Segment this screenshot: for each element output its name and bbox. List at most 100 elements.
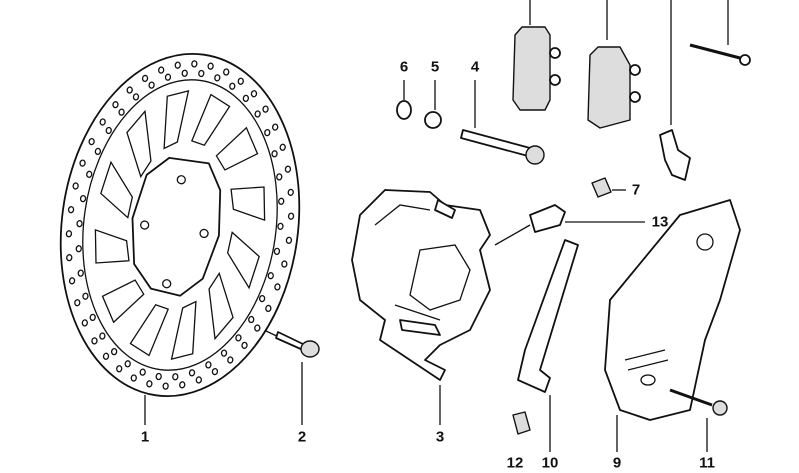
disc-hole — [132, 93, 140, 101]
disc-hole — [276, 173, 283, 181]
caliper-bolt — [460, 129, 545, 165]
callout-2: 2 — [297, 428, 307, 446]
disc-hole — [65, 230, 73, 238]
disc-vane — [170, 300, 197, 361]
disc-hole — [211, 367, 219, 376]
disc-hole — [198, 69, 205, 78]
lock-washer — [424, 111, 442, 129]
disc-hole — [195, 376, 202, 384]
disc-hole — [72, 182, 79, 190]
disc-hole — [79, 194, 87, 203]
spring-clip — [659, 129, 691, 181]
disc-hole — [81, 319, 88, 327]
disc-hole — [172, 373, 179, 381]
callout-12: 12 — [506, 454, 524, 472]
disc-hole — [258, 294, 266, 303]
disc-vane — [101, 279, 145, 324]
disc-hole — [250, 90, 258, 98]
disc-hole — [116, 365, 123, 373]
disc-hole — [278, 197, 285, 205]
disc-hole — [139, 368, 146, 376]
disc-vane — [126, 109, 152, 179]
disc-hole — [89, 313, 96, 322]
disc-hole — [227, 356, 234, 364]
bracket — [517, 239, 579, 393]
callout-11: 11 — [699, 454, 715, 472]
bleeder-valve — [529, 204, 566, 233]
clip-nut — [512, 411, 531, 435]
disc-vane — [190, 93, 231, 146]
disc-hole — [164, 73, 172, 81]
disc-hole — [207, 62, 214, 70]
disc-hole — [94, 147, 102, 156]
callout-13: 13 — [651, 213, 669, 231]
callout-5: 5 — [430, 58, 440, 76]
disc-vane — [215, 126, 259, 171]
disc-hole — [237, 77, 244, 85]
disc-hole — [281, 260, 288, 268]
disc-vane — [129, 304, 170, 357]
disc-hole — [265, 304, 272, 313]
callout-6: 6 — [399, 58, 409, 76]
disc-hole — [67, 206, 75, 214]
disc-hole — [148, 81, 155, 89]
callout-7: 7 — [631, 181, 641, 199]
disc-hole — [124, 360, 131, 368]
brake-pad-left — [512, 26, 561, 111]
callout-3: 3 — [435, 428, 445, 446]
disc-hole — [277, 222, 284, 230]
disc-vane — [163, 89, 190, 150]
disc-hole — [162, 382, 169, 390]
disc-hole — [287, 188, 294, 196]
disc-hole — [91, 337, 98, 345]
disc-hole — [82, 292, 89, 300]
disc-hole — [188, 369, 196, 377]
disc-vane — [94, 228, 130, 264]
disc-hole — [235, 334, 242, 342]
disc-hole — [284, 165, 292, 173]
disc-hole — [267, 272, 274, 280]
disc-bolt — [275, 331, 320, 358]
washer — [396, 100, 412, 120]
disc-hole — [264, 128, 271, 137]
bleeder-cap — [591, 177, 612, 198]
callout-4: 4 — [470, 58, 480, 76]
disc-vane — [100, 160, 134, 219]
brake-disc — [59, 52, 301, 398]
disc-hole — [141, 74, 149, 83]
brake-caliper — [351, 189, 491, 381]
disc-hole — [102, 352, 110, 360]
disc-hole — [191, 60, 198, 68]
disc-hole — [254, 110, 261, 118]
disc-vane — [230, 186, 266, 222]
disc-hole — [273, 247, 281, 256]
disc-hole — [126, 86, 133, 94]
disc-hole — [68, 277, 76, 285]
disc-hole — [66, 254, 73, 262]
disc-hole — [146, 380, 153, 388]
disc-hole — [254, 324, 261, 332]
disc-hole — [214, 74, 221, 82]
disc-hole — [158, 66, 165, 74]
disc-hole — [174, 61, 181, 69]
cover-bolt — [669, 388, 728, 416]
disc-hole — [241, 341, 248, 349]
callout-9: 9 — [612, 454, 622, 472]
disc-hole — [112, 101, 119, 109]
disc-hole — [274, 283, 281, 291]
disc-hole — [105, 126, 112, 135]
disc-hole — [74, 299, 81, 307]
disc-vane — [208, 271, 234, 341]
callout-1: 1 — [140, 428, 150, 446]
disc-hole — [248, 315, 255, 324]
disc-hole — [88, 137, 95, 146]
disc-hole — [76, 220, 83, 228]
disc-hole — [272, 123, 279, 131]
disc-hole — [179, 381, 186, 389]
disc-hole — [110, 347, 118, 356]
caliper-cover — [604, 199, 741, 421]
disc-hole — [99, 332, 106, 340]
disc-hole — [223, 68, 230, 76]
disc-hole — [285, 236, 293, 244]
disc-hole — [242, 94, 250, 103]
